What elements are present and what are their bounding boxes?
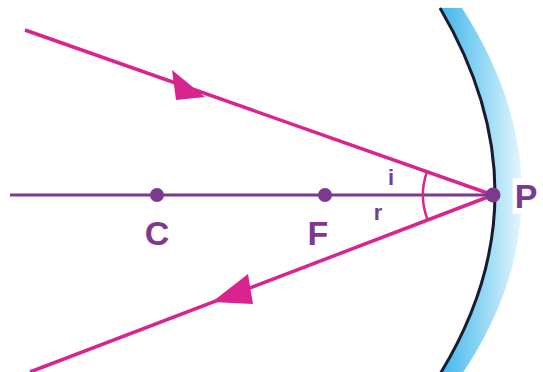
ray-arrowhead xyxy=(212,274,253,304)
focus-point xyxy=(318,188,332,202)
principal-axis xyxy=(10,194,493,197)
incident-ray xyxy=(25,30,493,195)
angle-arc xyxy=(423,172,428,220)
point-label: F xyxy=(308,216,329,250)
centre-point xyxy=(150,188,164,202)
pole-point xyxy=(486,188,501,203)
angle-label: r xyxy=(374,202,383,224)
mirror-surface xyxy=(440,8,495,372)
point-label: C xyxy=(145,216,170,250)
ray-arrowhead xyxy=(172,70,205,100)
reflected-ray xyxy=(30,195,493,372)
point-label: P xyxy=(513,178,540,214)
angle-label: i xyxy=(388,167,394,189)
